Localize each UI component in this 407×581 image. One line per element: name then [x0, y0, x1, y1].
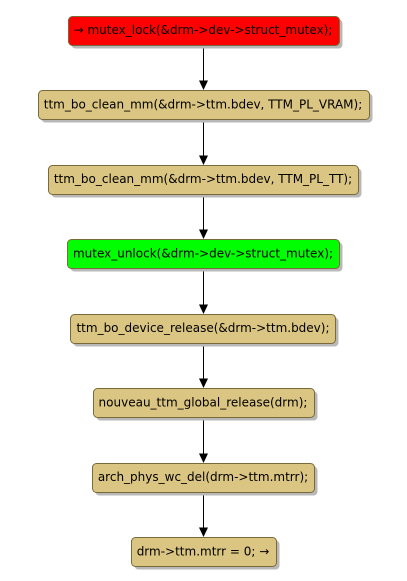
flow-node-unlock: mutex_unlock(&drm->dev->struct_mutex); [67, 239, 343, 272]
flow-node-wc-del: arch_phys_wc_del(drm->ttm.mtrr); [92, 463, 318, 496]
flow-node-label: ttm_bo_clean_mm(&drm->ttm.bdev, TTM_PL_T… [54, 172, 352, 186]
flow-node-mtrr-zero: drm->ttm.mtrr = 0; → [131, 537, 280, 570]
flow-node-label: nouveau_ttm_global_release(drm); [99, 396, 308, 410]
flow-edge-arrowhead [199, 527, 208, 537]
flow-node-box [92, 463, 315, 493]
flow-node-device-release: ttm_bo_device_release(&drm->ttm.bdev); [70, 314, 339, 347]
flow-node-box [70, 314, 336, 344]
flow-node-label: ttm_bo_device_release(&drm->ttm.bdev); [76, 321, 329, 335]
flow-edge-arrowhead [199, 80, 208, 90]
flow-node-global-release: nouveau_ttm_global_release(drm); [93, 388, 318, 421]
flow-node-label: → mutex_lock(&drm->dev->struct_mutex); [74, 23, 333, 37]
flow-node-box [67, 239, 340, 269]
flow-node-box [48, 165, 359, 195]
flow-node-label: ttm_bo_clean_mm(&drm->ttm.bdev, TTM_PL_V… [44, 98, 363, 112]
flow-node-clean-tt: ttm_bo_clean_mm(&drm->ttm.bdev, TTM_PL_T… [48, 165, 362, 198]
flow-node-label: mutex_unlock(&drm->dev->struct_mutex); [73, 247, 333, 261]
flowchart-nodes: → mutex_lock(&drm->dev->struct_mutex);tt… [38, 16, 373, 570]
flow-node-box [93, 388, 315, 418]
flow-edge-arrowhead [199, 453, 208, 463]
flow-node-box [131, 537, 277, 567]
flow-edge-arrowhead [199, 304, 208, 314]
flow-node-clean-vram: ttm_bo_clean_mm(&drm->ttm.bdev, TTM_PL_V… [38, 90, 373, 123]
flow-edge-arrowhead [199, 378, 208, 388]
flow-node-label: drm->ttm.mtrr = 0; → [137, 545, 270, 559]
flow-edge-arrowhead [199, 155, 208, 165]
flow-node-label: arch_phys_wc_del(drm->ttm.mtrr); [98, 470, 308, 484]
flow-node-box [68, 16, 340, 46]
flow-node-box [38, 90, 370, 120]
flow-edge-arrowhead [199, 229, 208, 239]
flowchart-edges [199, 45, 208, 537]
flow-node-lock: → mutex_lock(&drm->dev->struct_mutex); [68, 16, 343, 49]
